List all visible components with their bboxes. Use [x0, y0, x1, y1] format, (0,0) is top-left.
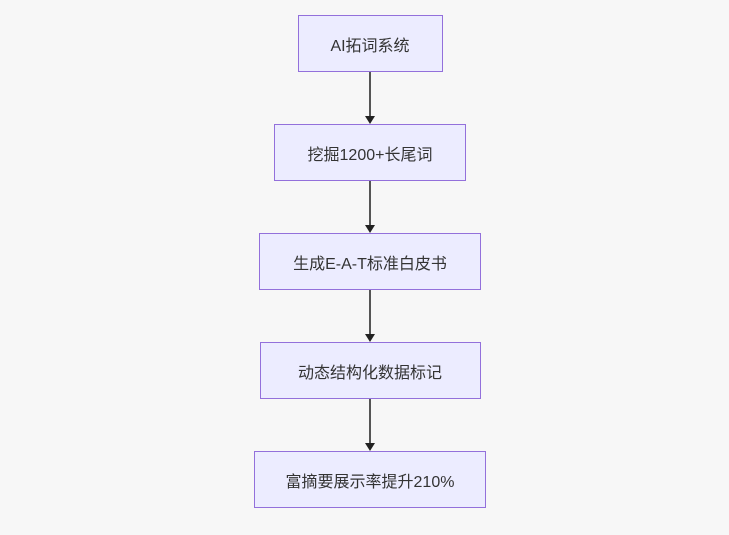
flowchart: AI拓词系统 挖掘1200+长尾词 生成E-A-T标准白皮书 动态结构化数据标记… — [254, 15, 486, 508]
arrow-down-icon — [365, 290, 375, 342]
arrow-shaft — [369, 72, 371, 116]
flow-node-step-4: 动态结构化数据标记 — [259, 342, 481, 399]
arrow-shaft — [369, 399, 371, 443]
flow-node-step-5: 富摘要展示率提升210% — [254, 451, 486, 508]
flow-node-step-1: AI拓词系统 — [297, 15, 443, 72]
flow-node-step-2: 挖掘1200+长尾词 — [274, 124, 466, 181]
arrow-shaft — [369, 181, 371, 225]
arrow-down-icon — [365, 399, 375, 451]
arrowhead-icon — [365, 225, 375, 233]
arrow-down-icon — [365, 181, 375, 233]
arrowhead-icon — [365, 334, 375, 342]
arrowhead-icon — [365, 116, 375, 124]
arrow-shaft — [369, 290, 371, 334]
arrow-down-icon — [365, 72, 375, 124]
arrowhead-icon — [365, 443, 375, 451]
flow-node-step-3: 生成E-A-T标准白皮书 — [259, 233, 481, 290]
